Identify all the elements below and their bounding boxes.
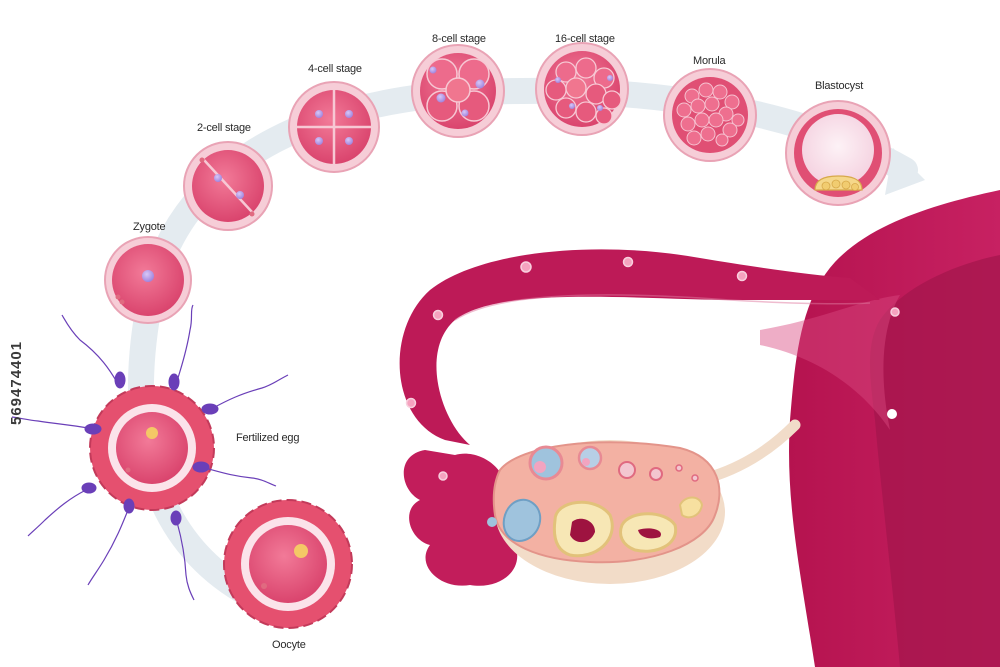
oocyte-nucleus [294,544,308,558]
label-zygote: Zygote [133,221,166,233]
label-fertilized-egg: Fertilized egg [236,432,300,444]
development-arrowhead [885,148,925,195]
oocyte [223,499,353,629]
label-sixteen-cell-stage: 16-cell stage [555,33,615,45]
sperm-cells [11,304,289,601]
zygote [104,236,192,324]
label-two-cell-stage: 2-cell stage [197,122,251,134]
blastocyst [785,100,891,206]
morula [663,68,757,162]
uterus [760,190,1000,667]
stock-id: 569474401 [8,340,25,425]
two-cell-stage [183,141,273,231]
label-eight-cell-stage: 8-cell stage [432,33,486,45]
fertilized-egg [89,385,215,511]
ovary [487,440,725,584]
label-morula: Morula [693,55,726,67]
sixteen-cell-stage [535,42,629,136]
label-four-cell-stage: 4-cell stage [308,63,362,75]
label-oocyte: Oocyte [272,639,306,651]
uterine-cavity [870,255,1000,667]
implanting-blastocyst [887,409,897,419]
eight-cell-stage [411,44,505,138]
label-blastocyst: Blastocyst [815,80,864,92]
four-cell-stage [288,81,380,173]
